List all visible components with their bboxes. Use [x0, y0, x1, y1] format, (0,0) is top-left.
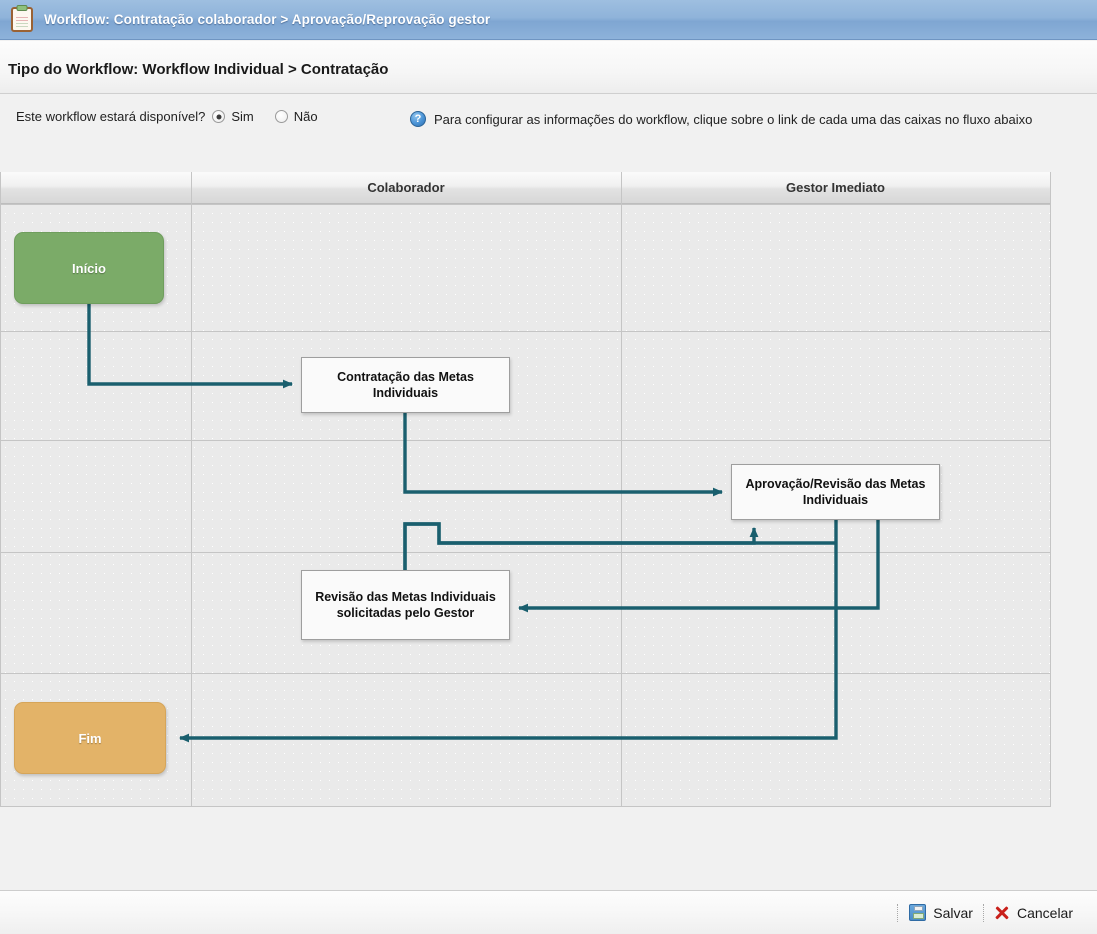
edge-aprovacao-fim	[179, 520, 838, 743]
column-header-gestor: Gestor Imediato	[621, 172, 1050, 204]
footer-divider	[0, 890, 1097, 891]
help-question-icon[interactable]: ?	[410, 111, 426, 127]
grid-row-divider-4	[0, 673, 1051, 674]
grid-column-divider-1	[191, 172, 192, 807]
node-fim[interactable]: Fim	[14, 702, 166, 774]
node-contratacao-metas-label: Contratação das Metas Individuais	[337, 370, 474, 400]
node-aprovacao-revisao-metas-label: Aprovação/Revisão das Metas Individuais	[745, 477, 926, 507]
node-fim-label: Fim	[78, 730, 102, 746]
options-row: Este workflow estará disponível? Sim Não…	[0, 95, 1097, 153]
radio-nao[interactable]	[274, 110, 288, 123]
radio-option-sim[interactable]: Sim	[212, 109, 267, 124]
hint-group: ? Para configurar as informações do work…	[410, 111, 1032, 127]
footer-toolbar: Salvar Cancelar	[0, 891, 1097, 934]
save-button-label: Salvar	[933, 904, 973, 921]
window-titlebar: Workflow: Contratação colaborador > Apro…	[0, 0, 1097, 40]
grid-row-divider-1	[0, 331, 1051, 332]
edge-contratacao-aprovacao	[403, 413, 723, 497]
footer-sep-2	[982, 903, 985, 922]
node-contratacao-metas[interactable]: Contratação das Metas Individuais	[301, 357, 510, 413]
save-button[interactable]: Salvar	[899, 900, 983, 925]
connector-lines	[87, 304, 880, 743]
grid-row-divider-3	[0, 552, 1051, 553]
edge-revisao-aprovacao	[403, 522, 759, 570]
grid-column-divider-2	[621, 172, 622, 807]
clipboard-icon	[0, 0, 44, 40]
cancel-button[interactable]: Cancelar	[985, 901, 1083, 925]
availability-group: Este workflow estará disponível? Sim Não	[16, 109, 332, 124]
grid-row-divider-0	[0, 204, 1051, 205]
workflow-diagram: Colaborador Gestor Imediato	[0, 172, 1051, 807]
page-header: Tipo do Workflow: Workflow Individual > …	[0, 41, 1097, 94]
node-revisao-metas-gestor[interactable]: Revisão das Metas Individuais solicitada…	[301, 570, 510, 640]
cancel-button-label: Cancelar	[1016, 904, 1073, 921]
grid-row-divider-2	[0, 440, 1051, 441]
node-inicio-label: Início	[72, 260, 106, 276]
edge-aprovacao-revisao	[518, 520, 880, 613]
hint-text: Para configurar as informações do workfl…	[434, 111, 1033, 127]
edge-inicio-contratacao	[87, 304, 293, 389]
column-header-blank	[1, 172, 191, 204]
page-title: Tipo do Workflow: Workflow Individual > …	[8, 61, 389, 78]
radio-sim-label: Sim	[231, 109, 254, 124]
column-header-colaborador: Colaborador	[191, 172, 621, 204]
edge-revisao-aprovacao-a	[403, 522, 836, 570]
radio-option-nao[interactable]: Não	[274, 109, 332, 124]
node-aprovacao-revisao-metas[interactable]: Aprovação/Revisão das Metas Individuais	[731, 464, 940, 520]
node-revisao-metas-gestor-label: Revisão das Metas Individuais solicitada…	[315, 590, 496, 620]
breadcrumb-title: Workflow: Contratação colaborador > Apro…	[44, 12, 491, 27]
close-x-icon	[995, 905, 1010, 920]
radio-nao-label: Não	[293, 109, 318, 124]
radio-sim[interactable]	[212, 110, 226, 123]
floppy-disk-icon	[909, 904, 927, 921]
grid-row-divider-5	[0, 806, 1051, 807]
availability-question: Este workflow estará disponível?	[16, 109, 206, 124]
node-inicio[interactable]: Início	[14, 232, 164, 304]
footer-sep-1	[897, 903, 899, 922]
